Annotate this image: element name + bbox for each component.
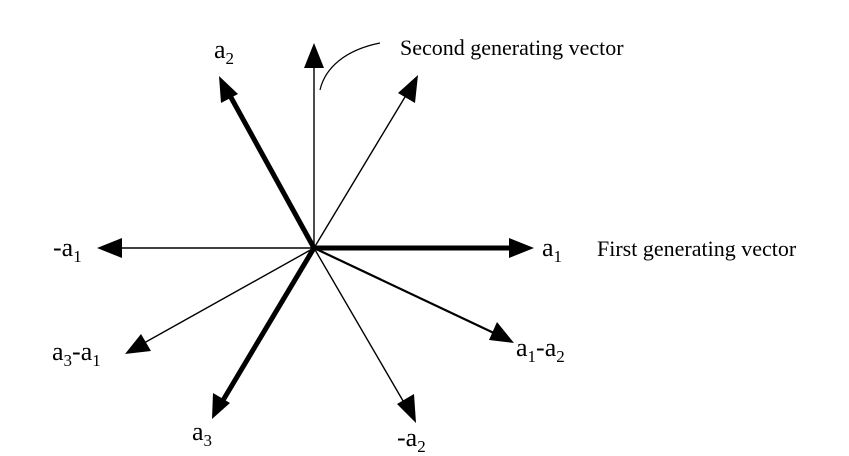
label-a2: a2 [214, 35, 234, 68]
arrowhead-second-generating [304, 43, 324, 68]
label-neg-a2: -a2 [397, 423, 426, 456]
label-neg-a1: -a1 [53, 233, 82, 266]
vector-a2 [225, 90, 317, 250]
annotation-first-generating-vector: First generating vector [597, 236, 797, 261]
arrowhead-a2 [219, 76, 238, 103]
vector-a3-minus-a1 [143, 247, 315, 344]
arrowhead-neg-a2 [397, 394, 416, 423]
vector-diagonal-upper-right [313, 91, 409, 249]
vector-a3 [219, 246, 317, 404]
label-a3-minus-a1: a3-a1 [52, 337, 101, 370]
arrowhead-diagonal-upper-right [398, 75, 418, 103]
arrowhead-a1 [509, 238, 534, 258]
arrowhead-a1-minus-a2 [489, 322, 514, 343]
label-a1: a1 [542, 233, 562, 266]
arrowhead-a3-minus-a1 [125, 334, 151, 354]
arrowheads [97, 43, 534, 423]
label-a3: a3 [192, 417, 212, 450]
vector-neg-a2 [313, 247, 407, 407]
label-a1-minus-a2: a1-a2 [516, 333, 565, 366]
arrowhead-a3 [212, 393, 230, 419]
annotation-leader-line [319, 42, 381, 91]
vector-a1-minus-a2 [313, 247, 497, 335]
thick-vectors [219, 90, 512, 404]
arrowhead-neg-a1 [97, 238, 122, 258]
thin-vectors [118, 62, 409, 407]
annotation-second-generating-vector: Second generating vector [400, 35, 624, 60]
